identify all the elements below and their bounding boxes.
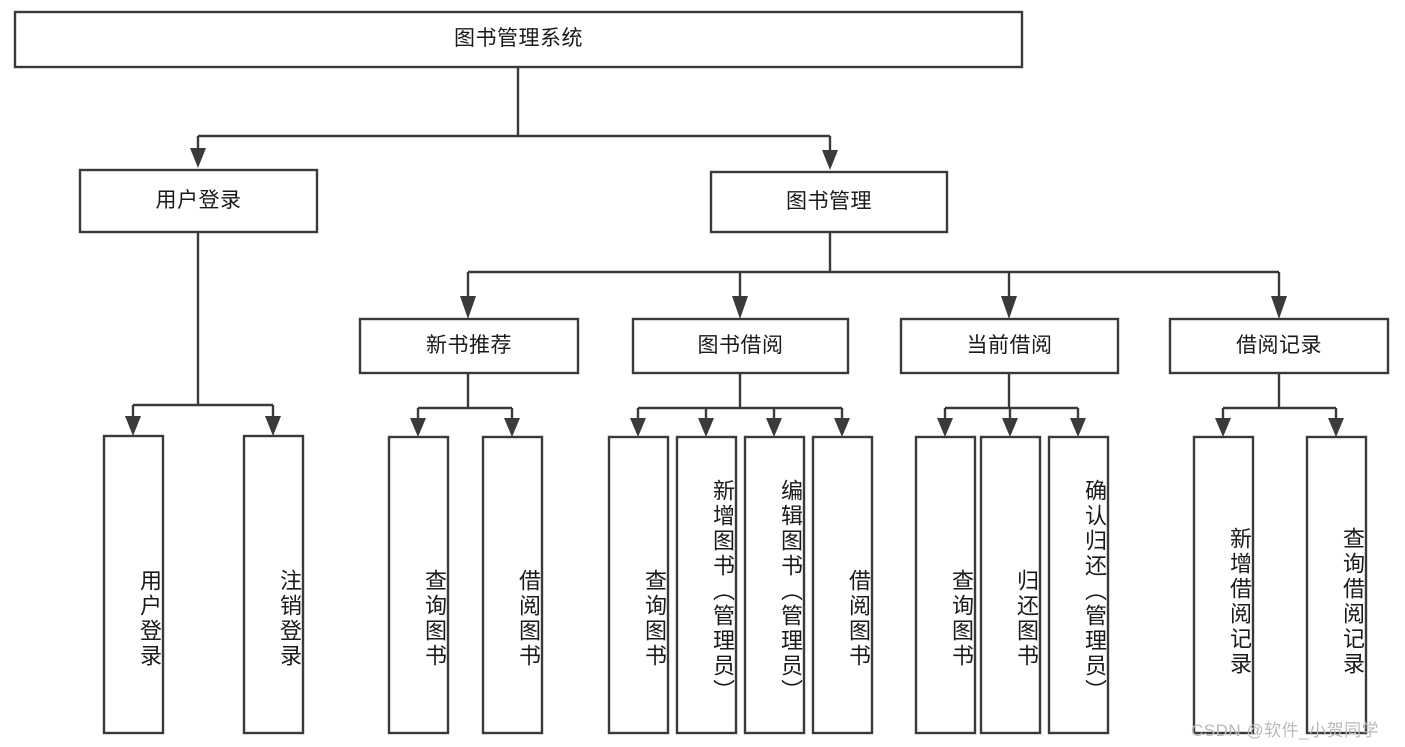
node-box-borrow-record[interactable] [1168, 317, 1390, 375]
node-box-user-login[interactable] [78, 168, 319, 234]
node-box-book-borrow[interactable] [631, 317, 850, 375]
node-box-leaf-6[interactable] [743, 435, 806, 735]
arrow-head-borrow-leaf1 [630, 418, 646, 437]
node-box-leaf-12[interactable] [1305, 435, 1368, 735]
connector-group-user-login [125, 232, 281, 436]
connector-group-current-borrow [937, 373, 1086, 437]
arrow-head-borrow-leaf4 [834, 418, 850, 437]
arrow-head-user-login-leaf2 [265, 416, 281, 436]
arrow-head-borrow-leaf2 [698, 418, 714, 437]
node-box-leaf-10[interactable] [1047, 435, 1110, 735]
connector-group-new-book [410, 373, 520, 437]
csdn-watermark: CSDN @软件_小贺同学 [1191, 721, 1380, 740]
connector-group-borrow-record [1215, 373, 1344, 437]
arrow-head-borrow-leaf3 [766, 418, 782, 437]
node-box-leaf-9[interactable] [979, 435, 1042, 735]
node-box-leaf-11[interactable] [1192, 435, 1255, 735]
arrow-head-new-book-leaf2 [504, 418, 520, 437]
arrow-head-user-login-leaf1 [125, 416, 141, 436]
node-box-leaf-5[interactable] [675, 435, 738, 735]
connector-group-borrow [630, 373, 850, 437]
arrow-head-book-mgmt-c2 [732, 296, 748, 319]
node-box-root[interactable] [13, 10, 1024, 69]
node-box-leaf-7[interactable] [811, 435, 874, 735]
connector-group-book-mgmt [460, 232, 1287, 319]
arrow-head-borrow-record-leaf2 [1328, 418, 1344, 437]
node-box-leaf-2[interactable] [387, 435, 450, 735]
node-box-leaf-0[interactable] [102, 434, 165, 735]
arrow-head-current-borrow-leaf1 [937, 418, 953, 437]
arrow-head-current-borrow-leaf3 [1070, 418, 1086, 437]
arrow-head-root-to-user-login [190, 148, 206, 168]
arrow-head-root-to-book-mgmt [822, 150, 838, 170]
node-box-book-management[interactable] [709, 170, 949, 234]
node-box-leaf-4[interactable] [607, 435, 670, 735]
arrow-head-new-book-leaf1 [410, 418, 426, 437]
arrow-head-book-mgmt-c4 [1271, 296, 1287, 319]
node-box-new-book-recommend[interactable] [358, 317, 580, 375]
node-box-leaf-3[interactable] [481, 435, 544, 735]
arrow-head-borrow-record-leaf1 [1215, 418, 1231, 437]
node-box-current-borrow[interactable] [899, 317, 1120, 375]
connector-group-root [190, 67, 838, 170]
arrow-head-book-mgmt-c1 [460, 296, 476, 319]
node-box-leaf-8[interactable] [914, 435, 977, 735]
arrow-head-book-mgmt-c3 [1001, 296, 1017, 319]
node-box-leaf-1[interactable] [242, 434, 305, 735]
arrow-head-current-borrow-leaf2 [1002, 418, 1018, 437]
